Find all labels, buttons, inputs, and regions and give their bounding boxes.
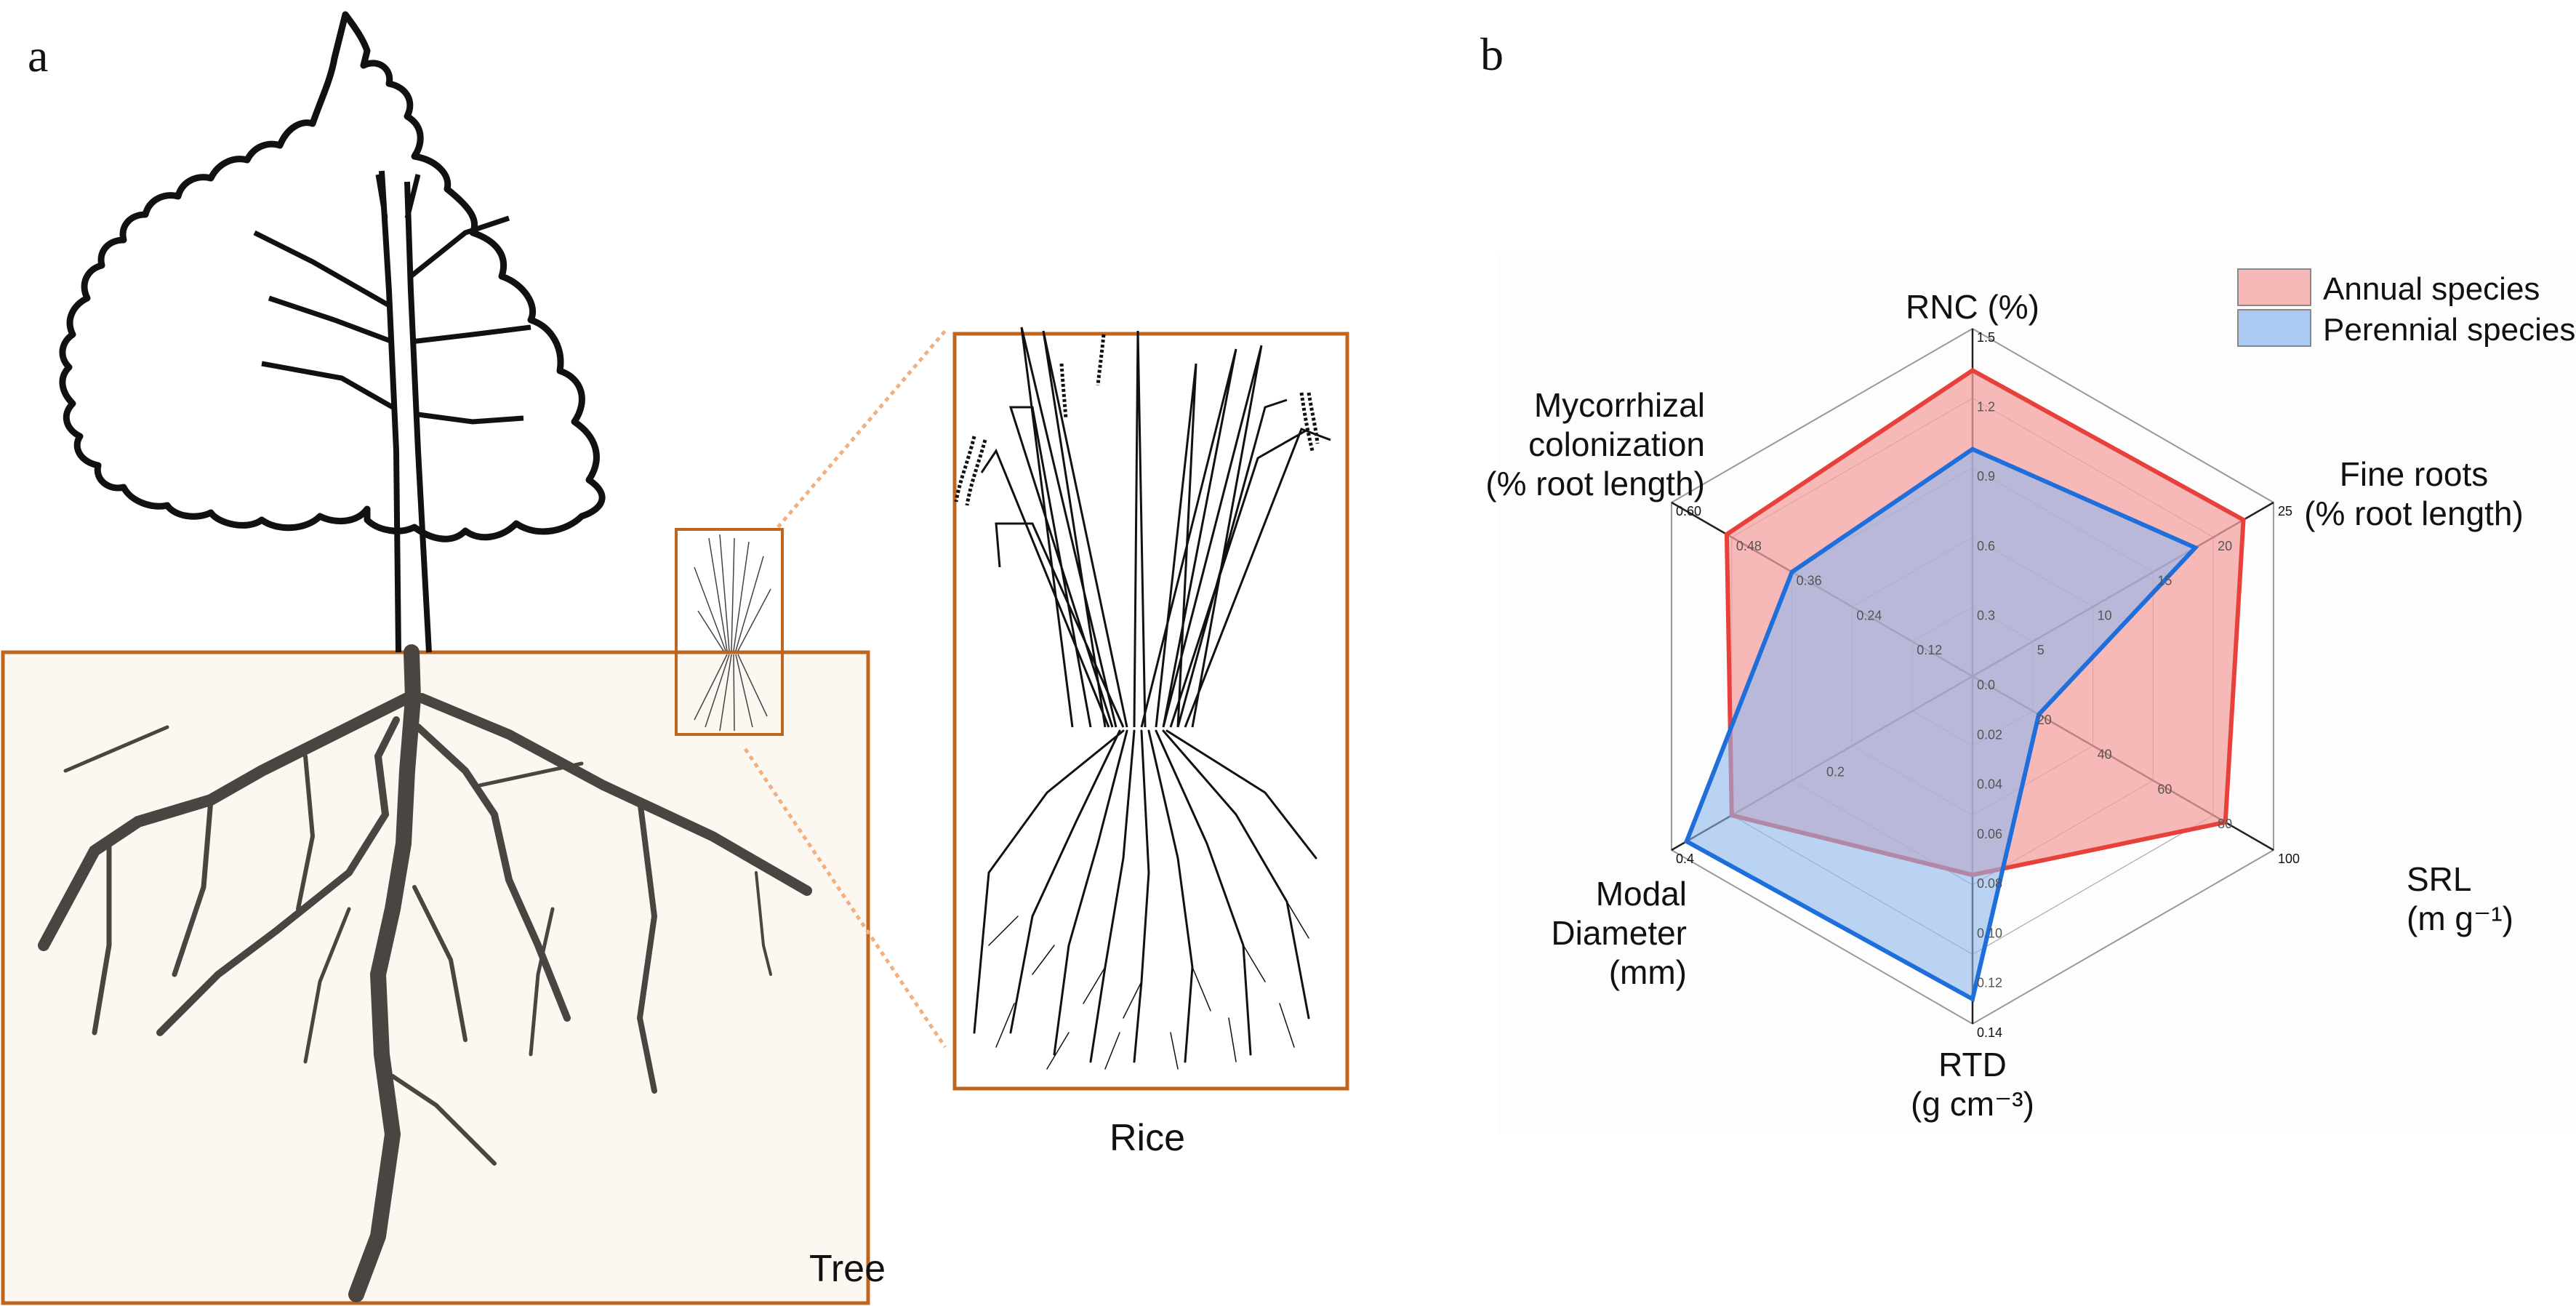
tick-label: 20 [2218, 539, 2232, 553]
data-point [1789, 569, 1794, 574]
tick-label: 0.12 [1977, 976, 2002, 990]
axis-title-line: (% root length) [1485, 465, 1705, 502]
tick-label: 0.02 [1977, 727, 2002, 742]
axis-title-line: (m g⁻¹) [2407, 900, 2513, 937]
tick-label: 0.14 [1977, 1025, 2002, 1040]
tick-label: 1.2 [1977, 400, 1995, 414]
tick-label: 0.06 [1977, 827, 2002, 841]
legend-label: Annual species [2323, 271, 2540, 307]
tick-label: 0.6 [1977, 539, 1995, 553]
axis-title: SRL(m g⁻¹) [2407, 860, 2513, 937]
axis-title: RTD(g cm⁻³) [1911, 1046, 2034, 1123]
tick-label: 5 [2037, 643, 2045, 657]
tick-label: 0.60 [1676, 504, 1701, 518]
tick-label: 0.24 [1856, 608, 1882, 622]
radar-series [1683, 367, 2246, 1003]
data-point [2193, 545, 2198, 550]
radar-ticks: 0.0 0.3 0.6 0.9 1.2 1.5 5 10 15 20 25 20 40 60 80 100 0.… [1676, 330, 2300, 1040]
axis-title-line: Fine roots [2340, 455, 2489, 493]
tree-canopy [59, 11, 606, 542]
data-point [2037, 712, 2042, 717]
tree-branches [253, 174, 531, 425]
tick-label: 0.4 [1676, 852, 1694, 866]
data-point [2241, 517, 2246, 522]
axis-title: Fine roots(% root length) [2304, 455, 2524, 532]
tick-label: 0.04 [1977, 777, 2002, 792]
data-point [1970, 446, 1975, 452]
rice-inset-box [675, 528, 784, 736]
tick-label: 10 [2098, 608, 2112, 622]
tick-label: 80 [2218, 817, 2232, 831]
tick-label: 60 [2157, 782, 2172, 796]
tick-label: 0.9 [1977, 469, 1995, 484]
axis-title-line: Diameter [1551, 914, 1687, 952]
tick-label: 25 [2278, 504, 2292, 518]
soil-box [1, 650, 870, 1305]
axis-title-line: SRL [2407, 860, 2471, 898]
tick-label: 20 [2037, 713, 2052, 727]
tick-label: 0.12 [1917, 643, 1942, 657]
data-point [1970, 996, 1975, 1001]
radar-axis-titles: RNC (%)Fine roots(% root length)SRL(m g⁻… [1485, 288, 2524, 1123]
data-point [2223, 820, 2228, 825]
legend-swatch [2237, 268, 2311, 306]
legend-swatch [2237, 309, 2311, 347]
large-rice-roots [973, 729, 1317, 1070]
tick-label: 40 [2098, 748, 2112, 762]
data-point [1970, 368, 1975, 373]
axis-title-line: (% root length) [2304, 494, 2524, 532]
axis-title-line: Modal [1596, 875, 1687, 913]
zoom-line-bottom [743, 748, 947, 1049]
tick-label: 0.48 [1736, 539, 1762, 553]
panel-b-label: b [1480, 28, 1504, 80]
large-rice-leaves [954, 326, 1331, 728]
tick-label: 0.36 [1797, 574, 1822, 588]
tick-label: 0.0 [1977, 678, 1995, 692]
tree-trunk [379, 170, 432, 653]
axis-title-line: (g cm⁻³) [1911, 1085, 2034, 1123]
tick-label: 0.08 [1977, 876, 2002, 891]
panel-a-label: a [28, 30, 49, 81]
rice-box [952, 332, 1349, 1091]
tick-label: 0.3 [1977, 608, 1995, 622]
axis-title-line: Mycorrhizal [1534, 386, 1705, 424]
axis-title-line: colonization [1528, 425, 1705, 463]
axis-title-line: RNC (%) [1906, 288, 2039, 326]
axis-title-line: RTD [1938, 1046, 2007, 1083]
data-point [1724, 532, 1729, 537]
tick-label: 0.10 [1977, 926, 2002, 940]
axis-title-line: (mm) [1609, 953, 1687, 991]
tick-label: 0.2 [1826, 765, 1845, 780]
tick-label: 100 [2278, 852, 2300, 866]
axis-title: RNC (%) [1906, 288, 2039, 326]
tick-label: 15 [2157, 574, 2172, 588]
data-point [1684, 839, 1689, 844]
tree-caption: Tree [809, 1248, 886, 1290]
tree-roots [38, 644, 812, 1302]
legend-label: Perennial species [2323, 312, 2575, 348]
tick-label: 1.5 [1977, 330, 1995, 345]
rice-caption: Rice [1110, 1117, 1185, 1159]
small-rice-plant [694, 534, 771, 732]
